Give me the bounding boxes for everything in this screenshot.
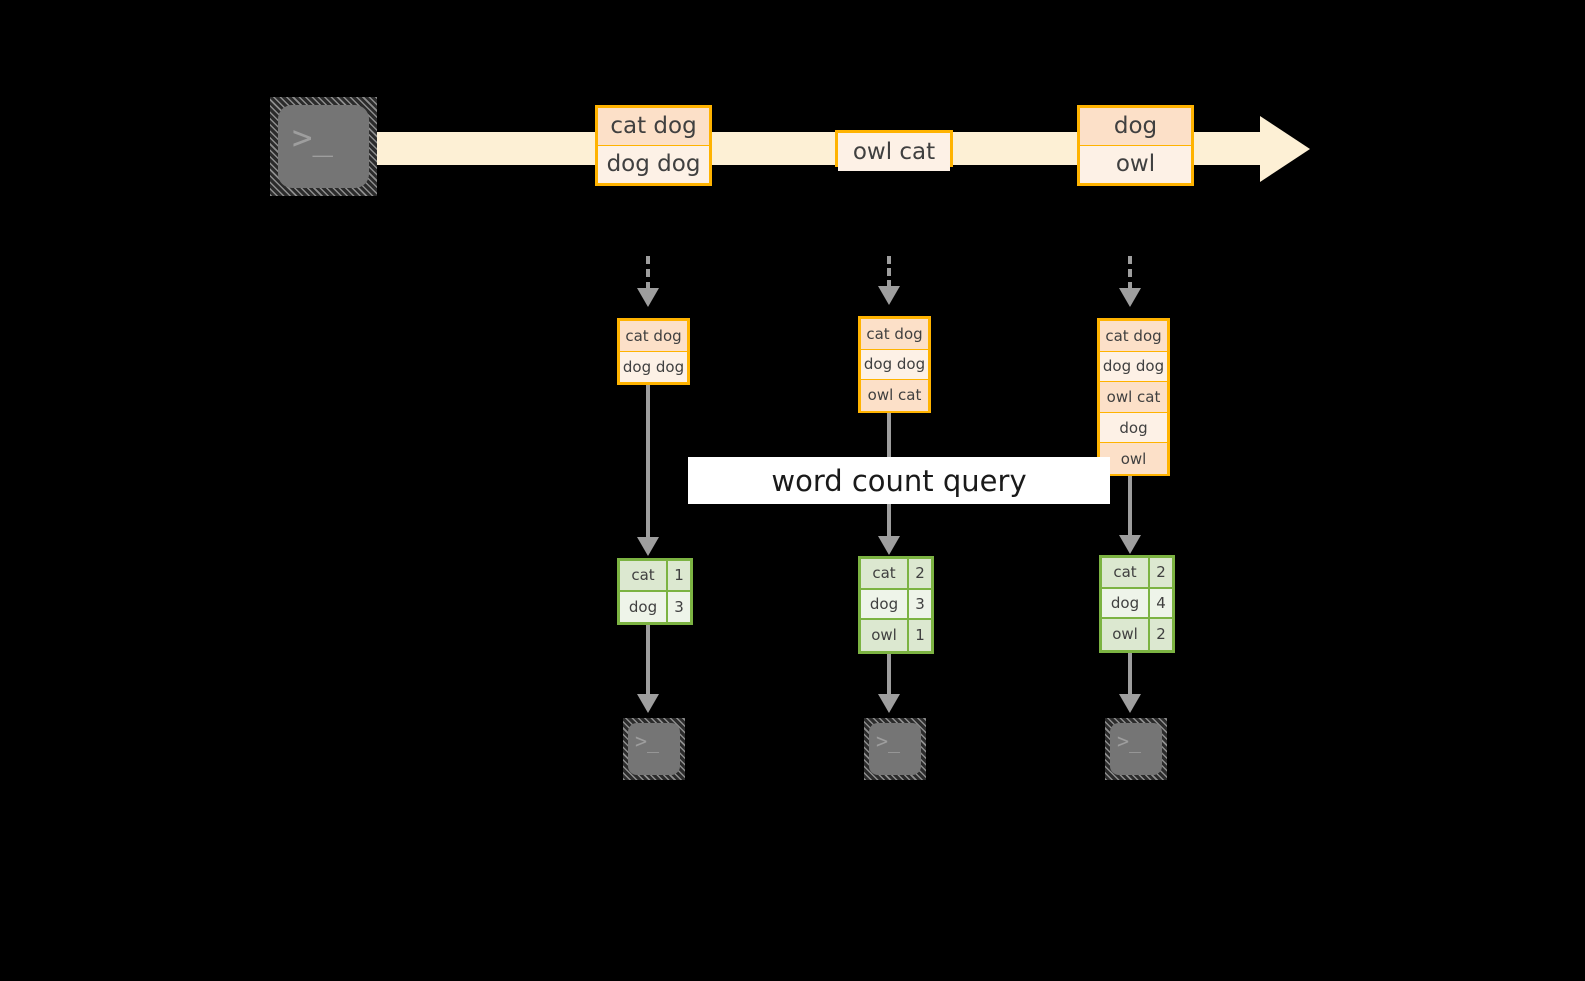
input-snapshot-2-line-2: dog dog bbox=[861, 349, 928, 381]
sink-terminal-icon-2[interactable]: >_ bbox=[864, 718, 926, 780]
stream-batch-1-line-1: cat dog bbox=[598, 108, 709, 146]
result-word-cell: dog bbox=[620, 591, 668, 623]
result-word-cell: cat bbox=[620, 561, 668, 590]
table-row: cat 2 bbox=[1102, 558, 1172, 589]
table-row: cat 2 bbox=[861, 559, 931, 590]
result-count-cell: 4 bbox=[1156, 593, 1166, 612]
input-snapshot-3-line-5: owl bbox=[1100, 443, 1167, 474]
input-snapshot-1-line-2: dog dog bbox=[620, 351, 687, 383]
input-snapshot-2-line-1: cat dog bbox=[861, 319, 928, 350]
stream-batch-3-line-2: owl bbox=[1080, 145, 1191, 183]
query-label: word count query bbox=[688, 457, 1110, 504]
result-to-sink-arrowhead-2 bbox=[878, 694, 900, 713]
result-word-cell: owl bbox=[861, 620, 909, 651]
result-word-cell: cat bbox=[1102, 558, 1150, 587]
terminal-prompt-glyph: >_ bbox=[635, 729, 660, 753]
stream-to-input-connector-3 bbox=[1128, 256, 1132, 290]
stream-batch-1-line-2: dog dog bbox=[598, 145, 709, 183]
input-snapshot-3-line-2: dog dog bbox=[1100, 351, 1167, 383]
terminal-screen bbox=[1110, 723, 1162, 775]
result-table-1[interactable]: cat 1 dog 3 bbox=[617, 558, 693, 625]
stream-to-input-arrowhead-2 bbox=[878, 286, 900, 305]
input-snapshot-3[interactable]: cat dog dog dog owl cat dog owl bbox=[1097, 318, 1170, 476]
table-row: owl 1 bbox=[861, 620, 931, 651]
result-word-cell: dog bbox=[861, 589, 909, 619]
input-snapshot-1-line-1: cat dog bbox=[620, 321, 687, 352]
stream-batch-3-line-1: dog bbox=[1080, 108, 1191, 146]
input-snapshot-3-line-4: dog bbox=[1100, 412, 1167, 444]
input-snapshot-3-line-1: cat dog bbox=[1100, 321, 1167, 352]
table-row: cat 1 bbox=[620, 561, 690, 592]
result-table-2[interactable]: cat 2 dog 3 owl 1 bbox=[858, 556, 934, 654]
input-snapshot-2-line-3: owl cat bbox=[861, 380, 928, 411]
result-to-sink-connector-2 bbox=[887, 654, 891, 697]
result-to-sink-connector-1 bbox=[646, 625, 650, 697]
result-word-cell: dog bbox=[1102, 588, 1150, 618]
result-to-sink-connector-3 bbox=[1128, 653, 1132, 697]
stream-to-input-connector-1 bbox=[646, 256, 650, 290]
source-terminal-icon[interactable]: >_ bbox=[270, 97, 377, 196]
result-count-cell: 2 bbox=[915, 564, 925, 583]
result-count-cell: 1 bbox=[915, 626, 925, 645]
terminal-prompt-glyph: >_ bbox=[876, 729, 901, 753]
sink-terminal-icon-3[interactable]: >_ bbox=[1105, 718, 1167, 780]
input-to-result-arrowhead-2 bbox=[878, 536, 900, 555]
result-count-cell: 2 bbox=[1156, 563, 1166, 582]
terminal-prompt-glyph: >_ bbox=[292, 118, 333, 158]
input-to-result-arrowhead-1 bbox=[637, 537, 659, 556]
stream-arrowhead bbox=[1260, 115, 1310, 182]
result-count-cell: 3 bbox=[915, 594, 925, 613]
terminal-screen bbox=[628, 723, 680, 775]
result-to-sink-arrowhead-3 bbox=[1119, 694, 1141, 713]
stream-batch-3[interactable]: dog owl bbox=[1077, 105, 1194, 186]
result-count-cell: 2 bbox=[1156, 625, 1166, 644]
terminal-screen bbox=[869, 723, 921, 775]
query-label-text: word count query bbox=[771, 463, 1027, 498]
input-to-result-connector-1 bbox=[646, 385, 650, 540]
sink-terminal-icon-1[interactable]: >_ bbox=[623, 718, 685, 780]
input-to-result-arrowhead-3 bbox=[1119, 535, 1141, 554]
stream-batch-2[interactable]: owl cat bbox=[835, 130, 953, 171]
terminal-prompt-glyph: >_ bbox=[1117, 729, 1142, 753]
stream-batch-1[interactable]: cat dog dog dog bbox=[595, 105, 712, 186]
table-row: dog 3 bbox=[620, 591, 690, 623]
input-to-result-connector-3 bbox=[1128, 476, 1132, 540]
table-row: dog 4 bbox=[1102, 588, 1172, 620]
table-row: dog 3 bbox=[861, 589, 931, 621]
stream-to-input-arrowhead-1 bbox=[637, 288, 659, 307]
result-to-sink-arrowhead-1 bbox=[637, 694, 659, 713]
result-word-cell: owl bbox=[1102, 619, 1150, 650]
result-word-cell: cat bbox=[861, 559, 909, 588]
stream-to-input-connector-2 bbox=[887, 256, 891, 288]
input-snapshot-2[interactable]: cat dog dog dog owl cat bbox=[858, 316, 931, 413]
input-snapshot-3-line-3: owl cat bbox=[1100, 382, 1167, 413]
table-row: owl 2 bbox=[1102, 619, 1172, 650]
result-table-3[interactable]: cat 2 dog 4 owl 2 bbox=[1099, 555, 1175, 653]
stream-to-input-arrowhead-3 bbox=[1119, 288, 1141, 307]
result-count-cell: 1 bbox=[674, 566, 684, 585]
result-count-cell: 3 bbox=[674, 597, 684, 616]
terminal-screen bbox=[278, 105, 369, 188]
input-snapshot-1[interactable]: cat dog dog dog bbox=[617, 318, 690, 385]
stream-batch-2-line-1: owl cat bbox=[838, 133, 950, 171]
